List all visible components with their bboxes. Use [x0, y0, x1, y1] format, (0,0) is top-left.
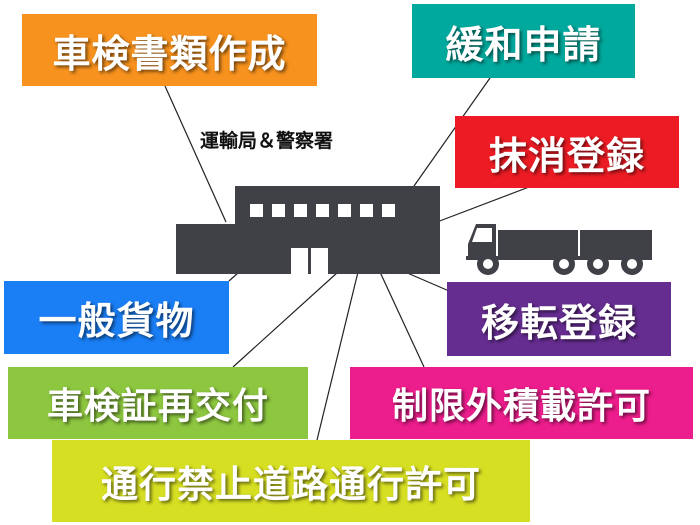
- service-ippan-freight: 一般貨物: [4, 281, 229, 354]
- dump-truck-icon: [466, 224, 652, 275]
- line-tsuko: [316, 271, 359, 441]
- service-certificate-reissue: 車検証再交付: [8, 367, 308, 439]
- line-saikofu: [232, 271, 339, 368]
- line-massho: [436, 183, 538, 223]
- service-shaken-documents: 車検書類作成: [22, 14, 317, 86]
- service-restricted-road-permit: 通行禁止道路通行許可: [52, 440, 530, 522]
- line-shaken: [164, 85, 227, 223]
- line-seigen: [379, 271, 425, 368]
- service-oversize-load-permit: 制限外積載許可: [350, 367, 693, 439]
- line-kanwa: [413, 77, 491, 187]
- government-building-icon: [176, 186, 440, 274]
- service-iten-registration: 移転登録: [447, 282, 671, 356]
- service-kanwa-application: 緩和申請: [412, 4, 635, 78]
- service-massho-registration: 抹消登録: [455, 116, 679, 188]
- center-label: 運輸局＆警察署: [200, 130, 334, 152]
